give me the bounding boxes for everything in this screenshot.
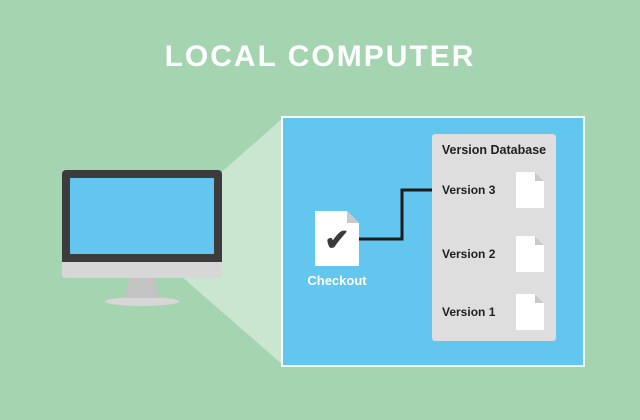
version-label: Version 3 [442,183,496,197]
version-row: Version 1 [432,292,556,332]
diagram-title: LOCAL COMPUTER [164,40,476,73]
version-label: Version 1 [442,305,496,319]
checkout-connector-line [355,188,435,241]
computer-monitor-icon [62,170,222,306]
doc-corner-fold [535,236,544,245]
monitor-bezel [62,170,222,262]
doc-corner-fold [347,211,359,223]
checkout-label: Checkout [307,273,367,288]
checkout-group: ✔ Checkout [303,211,371,288]
monitor-screen [70,178,214,254]
monitor-chin [62,262,222,278]
version-label: Version 2 [442,247,496,261]
version-file-icon [516,294,544,330]
version-file-icon [516,236,544,272]
doc-corner-fold [535,172,544,181]
version-row: Version 3 [432,170,556,210]
version-database-title: Version Database [441,143,547,157]
checkmark-icon: ✔ [324,223,350,257]
doc-corner-fold [535,294,544,303]
version-file-icon [516,172,544,208]
checkout-file-icon: ✔ [315,211,359,266]
version-row: Version 2 [432,234,556,274]
monitor-base [105,297,179,306]
monitor-stand [125,278,159,298]
working-area-box: ✔ Checkout Version Database Version 3 Ve… [283,118,583,365]
version-database-panel: Version Database Version 3 Version 2 Ver… [432,134,556,341]
